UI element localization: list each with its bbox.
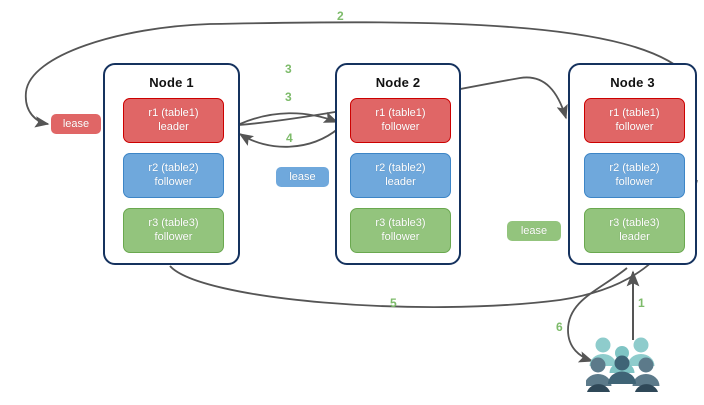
replica-node3-r1[interactable]: r1 (table1) follower [584,98,685,143]
users-front-center [608,355,636,384]
edge-label-3-upper: 3 [285,62,292,76]
replica-name: r3 (table3) [148,217,199,229]
node-title: Node 1 [149,75,194,90]
edge-6-path [567,267,628,363]
lease-badge-green[interactable]: lease [506,220,562,242]
replica-role: leader [385,175,416,188]
replica-name: r1 (table1) [148,107,199,119]
replica-node3-r3[interactable]: r3 (table3) leader [584,208,685,253]
edge-3-lens-path [239,111,339,125]
replica-node1-r1[interactable]: r1 (table1) leader [123,98,224,143]
replica-node2-r2[interactable]: r2 (table2) leader [350,153,451,198]
users-group-icon [586,337,660,392]
replica-node2-r3[interactable]: r3 (table3) follower [350,208,451,253]
users-front-shoulders [587,384,658,392]
node-title: Node 2 [375,75,421,90]
lease-badge-red[interactable]: lease [50,113,102,135]
replica-role: follower [381,230,420,243]
replica-name: r2 (table2) [148,162,199,174]
replica-node1-r3[interactable]: r3 (table3) follower [123,208,224,253]
replica-name: r1 (table1) [609,107,660,119]
edge-label-2: 2 [337,9,344,23]
replica-role: leader [158,120,189,133]
node-box-node1[interactable]: Node 1 r1 (table1) leader r2 (table2) fo… [103,63,240,265]
replica-role: leader [619,230,650,243]
node-title: Node 3 [610,75,655,90]
replica-role: follower [154,230,193,243]
replica-node2-r1[interactable]: r1 (table1) follower [350,98,451,143]
edge-4-path [238,127,340,148]
replica-node1-r2[interactable]: r2 (table2) follower [123,153,224,198]
edge-label-1: 1 [638,296,645,310]
replica-role: follower [381,120,420,133]
edge-label-3-lens: 3 [285,90,292,104]
replica-name: r3 (table3) [375,217,426,229]
replica-name: r2 (table2) [375,162,426,174]
replica-name: r3 (table3) [609,217,660,229]
node-box-node2[interactable]: Node 2 r1 (table1) follower r2 (table2) … [335,63,461,265]
replica-role: follower [154,175,193,188]
replica-node3-r2[interactable]: r2 (table2) follower [584,153,685,198]
node-box-node3[interactable]: Node 3 r1 (table1) follower r2 (table2) … [568,63,697,265]
replica-role: follower [615,120,654,133]
edge-label-6: 6 [556,320,563,334]
edge-label-4: 4 [286,131,293,145]
edge-2-path [24,21,691,128]
replica-name: r1 (table1) [375,107,426,119]
replica-name: r2 (table2) [609,162,660,174]
edge-label-5: 5 [390,296,397,310]
lease-badge-blue[interactable]: lease [275,166,330,188]
edge-3-upper-path [238,76,568,126]
users-front-outer [586,357,660,386]
replica-role: follower [615,175,654,188]
